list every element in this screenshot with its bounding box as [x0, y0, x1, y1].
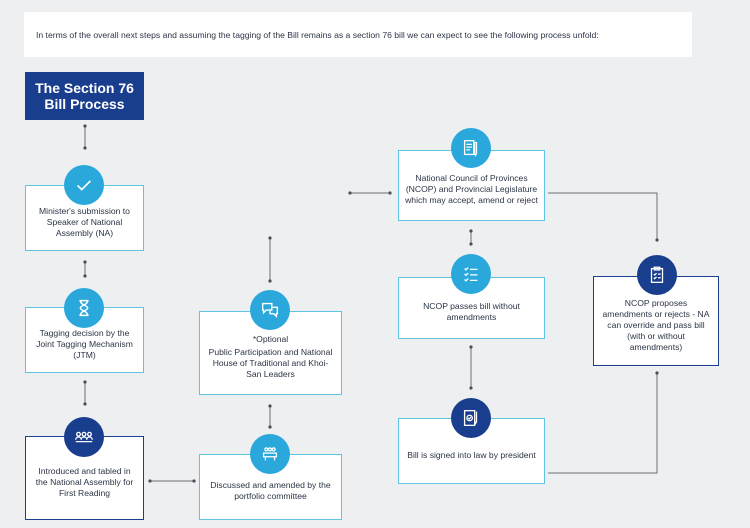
checkmark-icon: [64, 165, 104, 205]
step-discussed-committee-text: Discussed and amended by the portfolio c…: [210, 480, 331, 501]
step-tagging-decision-text: Tagging decision by the Joint Tagging Me…: [36, 327, 133, 360]
step-minister-submission-text: Minister's submission to Speaker of Nati…: [39, 205, 130, 238]
speech-bubbles-icon: [250, 290, 290, 330]
step-signed-into-law-text: Bill is signed into law by president: [407, 449, 536, 460]
signed-document-icon: [451, 398, 491, 438]
diagram-title: The Section 76 Bill Process: [25, 72, 144, 120]
step-minister-submission: Minister's submission to Speaker of Nati…: [25, 185, 144, 251]
clipboard-icon: [637, 255, 677, 295]
step-introduced-first-reading: Introduced and tabled in the National As…: [25, 436, 144, 520]
optional-note: *Optional: [252, 334, 289, 344]
checklist-icon: [451, 254, 491, 294]
assembly-people-icon: [64, 417, 104, 457]
step-ncop-provincial-text: National Council of Provinces (NCOP) and…: [405, 173, 538, 205]
document-pen-icon: [451, 128, 491, 168]
title-line-1: The Section 76: [35, 80, 134, 96]
step-public-participation-text: Public Participation and National House …: [208, 347, 333, 379]
hourglass-icon: [64, 288, 104, 328]
step-ncop-proposes-text: NCOP proposes amendments or rejects - NA…: [602, 297, 710, 352]
committee-table-icon: [250, 434, 290, 474]
step-ncop-proposes: NCOP proposes amendments or rejects - NA…: [593, 276, 719, 366]
title-line-2: Bill Process: [44, 96, 125, 112]
step-ncop-passes-text: NCOP passes bill without amendments: [423, 301, 520, 322]
intro-text: In terms of the overall next steps and a…: [24, 12, 692, 57]
step-introduced-first-reading-text: Introduced and tabled in the National As…: [35, 465, 134, 498]
